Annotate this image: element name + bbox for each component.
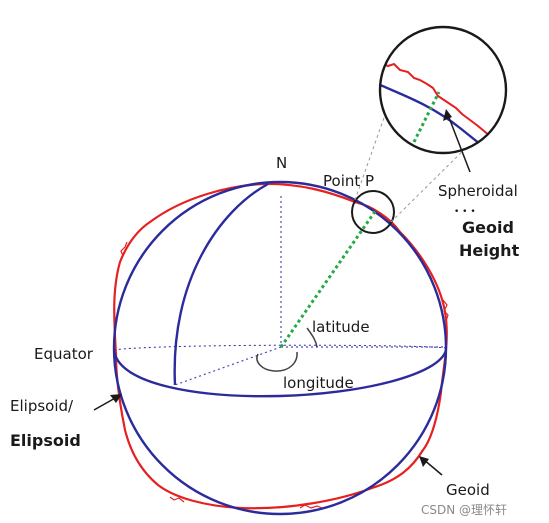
geoid-label: Geoid bbox=[446, 481, 490, 499]
equator-back bbox=[113, 344, 447, 351]
ellipsoid-arrow bbox=[93, 394, 122, 411]
geoid-height-arrow bbox=[443, 109, 471, 173]
meridian-radius bbox=[174, 346, 282, 386]
longitude-arc bbox=[256, 351, 298, 372]
surface-normal bbox=[279, 209, 378, 348]
geoid-height-label-2: Height bbox=[459, 241, 520, 260]
ellipsoid-label-2: Elipsoid bbox=[10, 431, 81, 450]
geoid-arrow bbox=[419, 456, 443, 476]
north-label: N bbox=[276, 154, 287, 172]
zoom-geoid bbox=[380, 61, 491, 137]
point-p-label: Point P bbox=[323, 172, 374, 190]
spheroidal-label: Spheroidal bbox=[438, 182, 518, 200]
watermark: CSDN @理怀轩 bbox=[421, 503, 507, 517]
latitude-label: latitude bbox=[312, 318, 370, 336]
geoid-roughness bbox=[119, 241, 449, 509]
equator-label: Equator bbox=[34, 345, 94, 363]
meridian-line bbox=[173, 182, 269, 386]
ellipsoid-label-1: Elipsoid/ bbox=[10, 397, 74, 415]
magnified-view bbox=[378, 25, 508, 155]
equator-line bbox=[112, 349, 448, 398]
dots-label: • • • bbox=[454, 207, 476, 217]
latitude-arc bbox=[306, 327, 318, 348]
longitude-label: longitude bbox=[283, 374, 354, 392]
zoom-marker bbox=[351, 190, 395, 234]
geoid-height-label-1: Geoid bbox=[462, 218, 514, 237]
ellipsoid-outline bbox=[112, 180, 448, 516]
